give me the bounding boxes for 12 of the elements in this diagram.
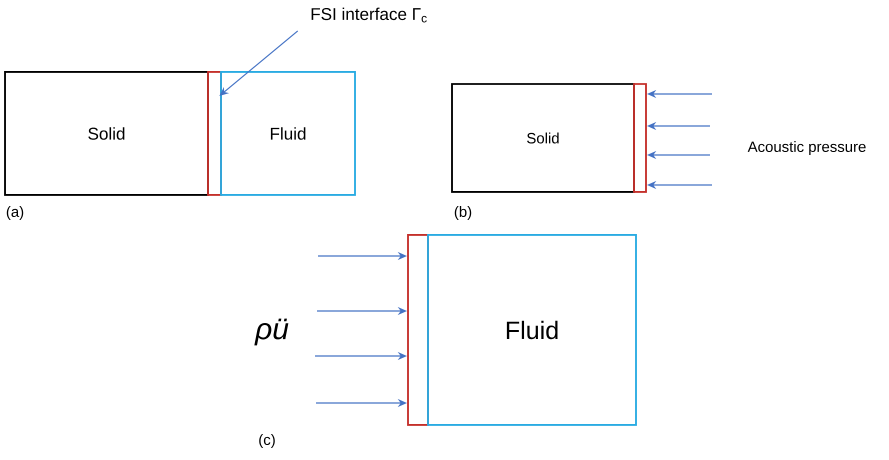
panel-label: (b)	[454, 206, 472, 220]
interface-strip	[633, 83, 647, 193]
interface-label: FSI interface Γ$_{c}$	[312, 8, 427, 22]
solid-box: Solid	[451, 83, 635, 193]
fluid-box: Fluid	[427, 234, 637, 426]
interface-strip	[407, 234, 429, 426]
solid-box: Solid	[4, 71, 209, 196]
formula-label: ρü	[254, 318, 288, 346]
fluid-box: Fluid	[220, 71, 356, 196]
panel-label: (c)	[259, 434, 275, 448]
interface-strip	[207, 71, 222, 196]
pressure-label: Acoustic pressure	[748, 141, 866, 155]
